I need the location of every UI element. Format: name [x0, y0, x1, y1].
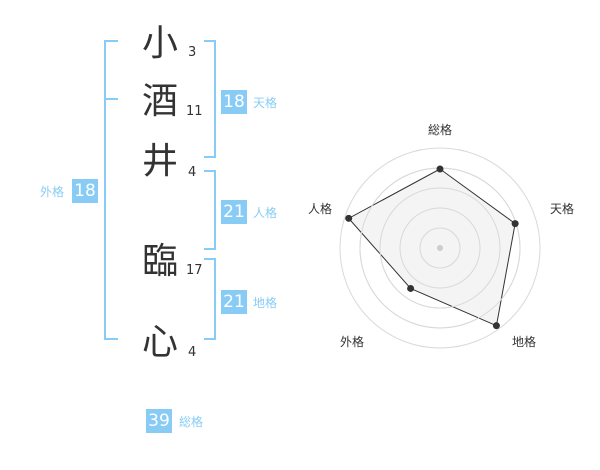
chikaku-bracket-top	[204, 258, 216, 260]
tenkaku-bracket-top	[204, 40, 216, 42]
radar-point-4	[407, 284, 415, 292]
jinkaku-bracket-bottom	[204, 248, 216, 250]
radar-axis-label-soukaku: 総格	[428, 123, 453, 137]
stroke-count-2: 11	[186, 104, 203, 119]
radar-axis-label-jinkaku: 人格	[308, 202, 333, 216]
chikaku-bracket-bottom	[204, 338, 216, 340]
tenkaku-bracket-bottom	[204, 156, 216, 158]
radar-point-5	[345, 214, 353, 222]
radar-ring-overlay	[399, 207, 481, 289]
stroke-count-1: 3	[188, 45, 197, 60]
chikaku-bracket-line	[214, 258, 216, 340]
radar-ring	[339, 147, 541, 349]
stroke-count-4: 17	[186, 263, 203, 278]
chikaku-label: 地格	[253, 296, 278, 310]
jinkaku-value: 21	[221, 200, 247, 224]
tenkaku-value: 18	[221, 90, 247, 114]
name-char-2: 酒	[141, 81, 178, 122]
gaikaku-label: 外格	[40, 185, 65, 199]
radar-axis-label-chikaku: 地格	[512, 335, 537, 349]
radar-ring-overlay	[379, 187, 501, 309]
radar-axis-label-tenkaku: 天格	[550, 202, 575, 216]
radar-ring-overlay	[419, 227, 461, 269]
tenkaku-bracket-line	[214, 40, 216, 158]
gaikaku-bracket-line	[104, 40, 106, 340]
stroke-count-3: 4	[188, 165, 197, 180]
soukaku-label: 総格	[179, 415, 204, 429]
radar-series-area	[347, 168, 516, 327]
jinkaku-label: 人格	[253, 206, 278, 220]
stroke-count-5: 4	[188, 345, 197, 360]
radar-point-1	[436, 165, 444, 173]
radar-point-2	[511, 220, 519, 228]
gaikaku-value: 18	[72, 179, 98, 203]
gaikaku-bracket-top	[104, 40, 118, 42]
gaikaku-bracket-mid	[104, 98, 118, 100]
tenkaku-label: 天格	[253, 96, 278, 110]
radar-center-dot	[437, 245, 443, 251]
jinkaku-bracket-line	[214, 170, 216, 250]
chikaku-value: 21	[221, 290, 247, 314]
name-char-3: 井	[141, 141, 178, 182]
radar-chart	[339, 147, 541, 349]
radar-point-3	[492, 322, 500, 330]
name-char-4: 臨	[141, 241, 178, 282]
name-char-5: 心	[141, 322, 178, 363]
soukaku-value: 39	[146, 409, 172, 433]
gaikaku-bracket-bottom	[104, 338, 118, 340]
radar-axis-label-gaikaku: 外格	[340, 335, 365, 349]
name-char-1: 小	[141, 23, 178, 64]
jinkaku-bracket-top	[204, 170, 216, 172]
